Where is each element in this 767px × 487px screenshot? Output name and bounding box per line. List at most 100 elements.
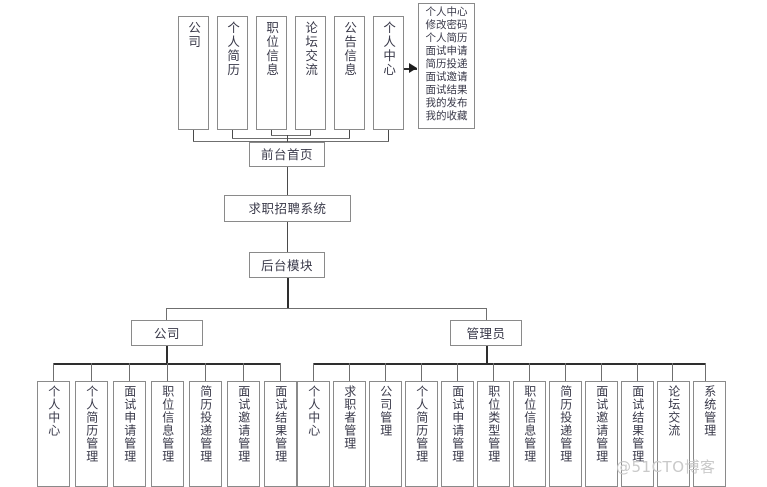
- admin-item-box-7: 简历投递管理: [549, 381, 582, 487]
- frontend-module-label: 个人中心: [381, 21, 397, 77]
- detail-item: 面试申请: [425, 45, 468, 57]
- company-item-label: 面试申请管理: [122, 385, 137, 463]
- frontend-home-box: 前台首页: [249, 142, 325, 167]
- admin-item-box-6: 职位信息管理: [513, 381, 546, 487]
- connector-frontend-2: [271, 130, 272, 135]
- role-company-label: 公司: [153, 325, 180, 341]
- company-item-box-5: 面试邀请管理: [227, 381, 260, 487]
- role-company-box: 公司: [131, 320, 203, 346]
- connector-company-leaf-4: [205, 363, 206, 381]
- connector-frontend-0: [193, 130, 194, 141]
- connector-company-leaf-2: [129, 363, 130, 381]
- backend-module-label: 后台模块: [260, 257, 313, 273]
- role-admin-label: 管理员: [466, 325, 506, 341]
- detail-item: 个人中心: [425, 6, 468, 18]
- admin-item-box-2: 公司管理: [369, 381, 402, 487]
- connector-admin-leaf-10: [672, 363, 673, 381]
- admin-item-label: 求职者管理: [342, 385, 357, 450]
- admin-item-label: 简历投递管理: [558, 385, 573, 463]
- company-item-box-0: 个人中心: [37, 381, 70, 487]
- connector-frontend-bus-inner: [271, 135, 311, 136]
- connector-admin-leaf-4: [457, 363, 458, 381]
- admin-item-label: 职位信息管理: [522, 385, 537, 463]
- frontend-module-box-1: 个人简历: [217, 16, 248, 130]
- detail-item: 修改密码: [425, 19, 468, 31]
- watermark: @51CTO博客: [616, 458, 716, 476]
- connector-frontend-bus-outer: [193, 141, 389, 142]
- connector-home-to-root: [287, 167, 288, 195]
- connector-admin-leaf-2: [385, 363, 386, 381]
- company-item-label: 职位信息管理: [160, 385, 175, 463]
- connector-backend-down: [287, 278, 289, 308]
- connector-admin-leaf-7: [565, 363, 566, 381]
- connector-company-leaf-1: [91, 363, 92, 381]
- connector-role-admin-stub: [486, 308, 487, 320]
- company-item-box-3: 职位信息管理: [151, 381, 184, 487]
- frontend-module-label: 个人简历: [225, 21, 241, 77]
- connector-root-to-backend: [287, 222, 288, 252]
- connector-admin-leaf-0: [313, 363, 314, 381]
- root-system-box: 求职招聘系统: [224, 195, 351, 222]
- connector-company-leaf-6: [280, 363, 281, 381]
- admin-item-label: 面试邀请管理: [594, 385, 609, 463]
- frontend-module-box-3: 论坛交流: [295, 16, 326, 130]
- detail-item: 我的发布: [425, 97, 468, 109]
- company-item-label: 简历投递管理: [198, 385, 213, 463]
- admin-item-box-1: 求职者管理: [333, 381, 366, 487]
- company-item-label: 面试结果管理: [273, 385, 288, 463]
- frontend-module-box-2: 职位信息: [256, 16, 287, 130]
- backend-module-box: 后台模块: [249, 252, 325, 278]
- connector-frontend-bus-mid: [232, 138, 350, 139]
- connector-frontend-1: [232, 130, 233, 138]
- connector-admin-leaf-1: [349, 363, 350, 381]
- admin-item-label: 个人简历管理: [414, 385, 429, 463]
- admin-item-box-10: 论坛交流: [657, 381, 690, 487]
- detail-item: 面试结果: [425, 84, 468, 96]
- connector-role-company-stub: [166, 308, 167, 320]
- admin-item-box-3: 个人简历管理: [405, 381, 438, 487]
- detail-item: 面试邀请: [425, 71, 468, 83]
- company-item-box-1: 个人简历管理: [75, 381, 108, 487]
- frontend-module-label: 论坛交流: [303, 21, 319, 77]
- frontend-module-label: 公司: [186, 21, 202, 49]
- detail-item: 简历投递: [425, 58, 468, 70]
- connector-company-down: [166, 346, 168, 363]
- admin-item-box-4: 面试申请管理: [441, 381, 474, 487]
- detail-item: 我的收藏: [425, 110, 468, 122]
- connector-roles-bus: [166, 308, 487, 309]
- admin-item-box-5: 职位类型管理: [477, 381, 510, 487]
- admin-item-box-0: 个人中心: [297, 381, 330, 487]
- frontend-module-label: 公告信息: [342, 21, 358, 77]
- frontend-module-box-4: 公告信息: [334, 16, 365, 130]
- company-item-box-4: 简历投递管理: [189, 381, 222, 487]
- root-system-label: 求职招聘系统: [248, 201, 327, 216]
- detail-item: 个人简历: [425, 32, 468, 44]
- connector-admin-leaf-bus: [313, 363, 706, 365]
- connector-company-leaf-bus: [53, 363, 280, 365]
- admin-item-box-9: 面试结果管理: [621, 381, 654, 487]
- frontend-personal-center-detail-panel: 个人中心 修改密码 个人简历 面试申请 简历投递 面试邀请 面试结果 我的发布 …: [418, 3, 475, 129]
- connector-frontend-5: [388, 130, 389, 141]
- admin-item-label: 面试申请管理: [450, 385, 465, 463]
- arrow-head-icon: [409, 63, 417, 73]
- connector-admin-down: [486, 346, 488, 363]
- connector-admin-leaf-5: [493, 363, 494, 381]
- admin-item-box-8: 面试邀请管理: [585, 381, 618, 487]
- role-admin-box: 管理员: [450, 320, 522, 346]
- admin-item-label: 职位类型管理: [486, 385, 501, 463]
- company-item-label: 面试邀请管理: [236, 385, 251, 463]
- connector-company-leaf-5: [243, 363, 244, 381]
- company-item-box-6: 面试结果管理: [264, 381, 297, 487]
- admin-item-label: 公司管理: [378, 385, 393, 437]
- connector-admin-leaf-8: [601, 363, 602, 381]
- connector-admin-leaf-6: [529, 363, 530, 381]
- connector-frontend-3: [310, 130, 311, 135]
- admin-item-label: 系统管理: [702, 385, 717, 437]
- admin-item-label: 个人中心: [306, 385, 321, 437]
- company-item-box-2: 面试申请管理: [113, 381, 146, 487]
- connector-admin-leaf-9: [637, 363, 638, 381]
- company-item-label: 个人中心: [46, 385, 61, 437]
- admin-item-label: 论坛交流: [666, 385, 681, 437]
- connector-frontend-4: [349, 130, 350, 138]
